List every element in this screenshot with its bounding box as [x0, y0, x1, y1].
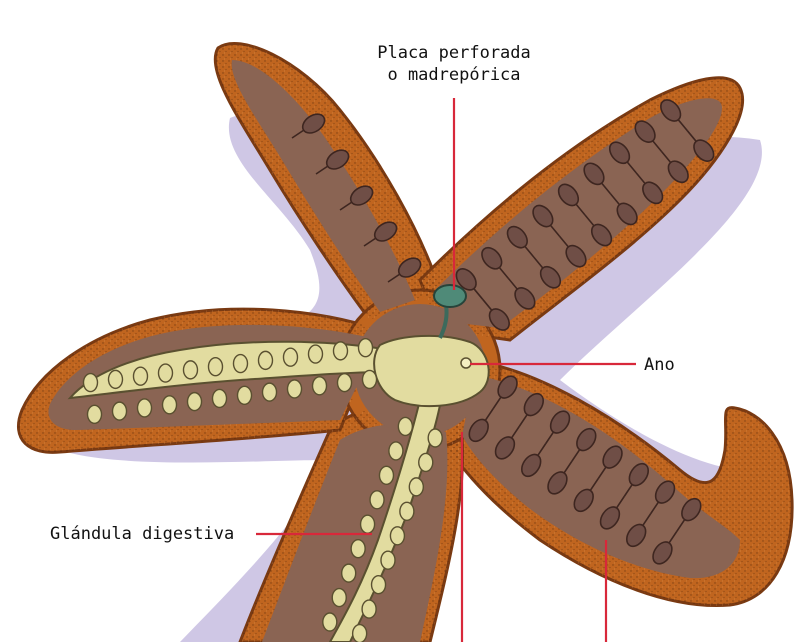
gonad-lobe — [602, 445, 623, 469]
gonad-lobe — [539, 265, 562, 289]
arm-upper-interior — [231, 60, 415, 312]
digestive-gland-lobe — [350, 538, 366, 559]
digestive-gland-lobe — [311, 376, 328, 396]
gonad-lobe — [468, 418, 489, 443]
digestive-gland-lobe — [257, 350, 274, 371]
gonad-lobe — [488, 308, 510, 331]
digestive-gland-lobe — [282, 347, 299, 367]
digestive-gland-lobe — [359, 514, 376, 534]
digestive-gland-lobe — [86, 404, 103, 424]
digestive-gland-lobe — [351, 623, 368, 642]
digestive-gland-lobe — [332, 341, 349, 361]
gonad-lobe — [455, 268, 477, 291]
gonad-lobe — [514, 287, 536, 310]
digestive-gland-lobe — [161, 395, 178, 415]
digestive-gland-lobe — [182, 360, 199, 380]
gonad-lobe — [654, 480, 676, 504]
gonad-lobe — [532, 204, 554, 228]
digestive-gland-center — [373, 334, 490, 408]
digestive-gland-lobe — [186, 391, 203, 412]
digestive-gland-lobe — [336, 372, 353, 393]
gonad-lobe — [573, 488, 594, 513]
gonad-lobe — [557, 183, 580, 207]
gonad-lobe — [652, 541, 673, 565]
label-anus: Ano — [644, 355, 675, 375]
gonad-lobe — [397, 257, 422, 278]
gonad-lobe — [660, 99, 682, 122]
gonad-lobe — [497, 375, 518, 399]
digestive-gland-lobe — [380, 550, 396, 570]
digestive-gland-lobe — [232, 353, 249, 374]
digestive-gland — [67, 334, 490, 642]
gonad-lobe — [583, 162, 605, 186]
gonad-lobe — [373, 221, 398, 242]
arm-upper-right-interior — [435, 98, 722, 328]
digestive-gland-lobe — [82, 372, 99, 393]
digestive-gland-lobe — [132, 366, 149, 386]
gonad-lobe — [616, 202, 638, 226]
digestive-gland-lobe — [207, 357, 224, 377]
gonad-lobe — [693, 139, 715, 162]
digestive-gland-lobe — [389, 526, 406, 546]
digestive-gland-lobes — [82, 338, 443, 642]
digestive-gland-lobe — [427, 428, 443, 448]
gonads — [291, 99, 715, 565]
arm-lower-right-interior — [462, 375, 740, 579]
gonad-lobe — [642, 181, 664, 205]
digestive-gland-lobe — [236, 385, 253, 405]
digestive-gland-lobe — [370, 574, 387, 595]
anus-opening — [460, 357, 472, 369]
leader-lines — [256, 98, 636, 642]
gonad-lobe — [625, 523, 647, 548]
digestive-gland-lobe — [399, 501, 415, 522]
label-madreporic-line2: o madrepórica — [387, 65, 521, 85]
gonad-lobe — [523, 392, 545, 417]
gonad-lobe — [547, 471, 568, 495]
digestive-gland-lobe — [408, 477, 425, 497]
gonad-lobe — [520, 453, 542, 478]
gonad-lobe — [628, 462, 650, 487]
gonad-lobe — [667, 160, 689, 184]
gonad-lobe — [608, 141, 631, 165]
gonad-lobe — [549, 410, 571, 434]
digestive-gland-lobe — [397, 416, 414, 437]
digestive-gland-lobe — [322, 612, 338, 632]
digestive-gland-lower-branch — [328, 398, 442, 642]
gonad-lobe — [565, 244, 587, 268]
digestive-gland-lobe — [378, 465, 395, 486]
gonad-lobe — [576, 427, 597, 452]
label-digestive-gland: Glándula digestiva — [50, 524, 235, 544]
label-madreporic-line1: Placa perforada — [377, 43, 531, 63]
digestive-gland-lobe — [361, 599, 377, 619]
digestive-gland-lobe — [107, 369, 124, 390]
digestive-gland-lobe — [340, 563, 357, 583]
gonad-lobe — [599, 506, 621, 530]
gonad-lobe — [481, 246, 503, 270]
gonad-lobe — [634, 120, 656, 143]
madreporite — [433, 284, 467, 339]
digestive-gland-lobe — [211, 388, 228, 409]
digestive-gland-lobe — [286, 379, 303, 399]
gonad-lobe — [681, 497, 702, 522]
digestive-gland-lobe — [111, 401, 128, 421]
gonad-lobe — [494, 436, 516, 460]
gonad-lobe — [301, 113, 326, 134]
label-madreporic-plate: Placa perforada o madrepórica — [356, 42, 552, 86]
digestive-gland-lobe — [388, 441, 404, 461]
digestive-gland-lobe — [157, 363, 174, 383]
gonad-lobe — [325, 149, 350, 170]
digestive-gland-lobe — [331, 587, 347, 608]
gonad-lobe — [349, 185, 374, 206]
digestive-gland-lobe — [136, 398, 153, 418]
digestive-gland-lobe — [261, 382, 278, 402]
digestive-gland-lobe — [361, 369, 378, 390]
gonad-lobe — [506, 225, 528, 249]
digestive-gland-lobe — [418, 452, 434, 473]
digestive-gland-lobe — [307, 344, 324, 364]
digestive-gland-lobe — [369, 490, 385, 510]
digestive-gland-lobe — [357, 338, 374, 358]
gonad-lobe — [590, 223, 613, 247]
